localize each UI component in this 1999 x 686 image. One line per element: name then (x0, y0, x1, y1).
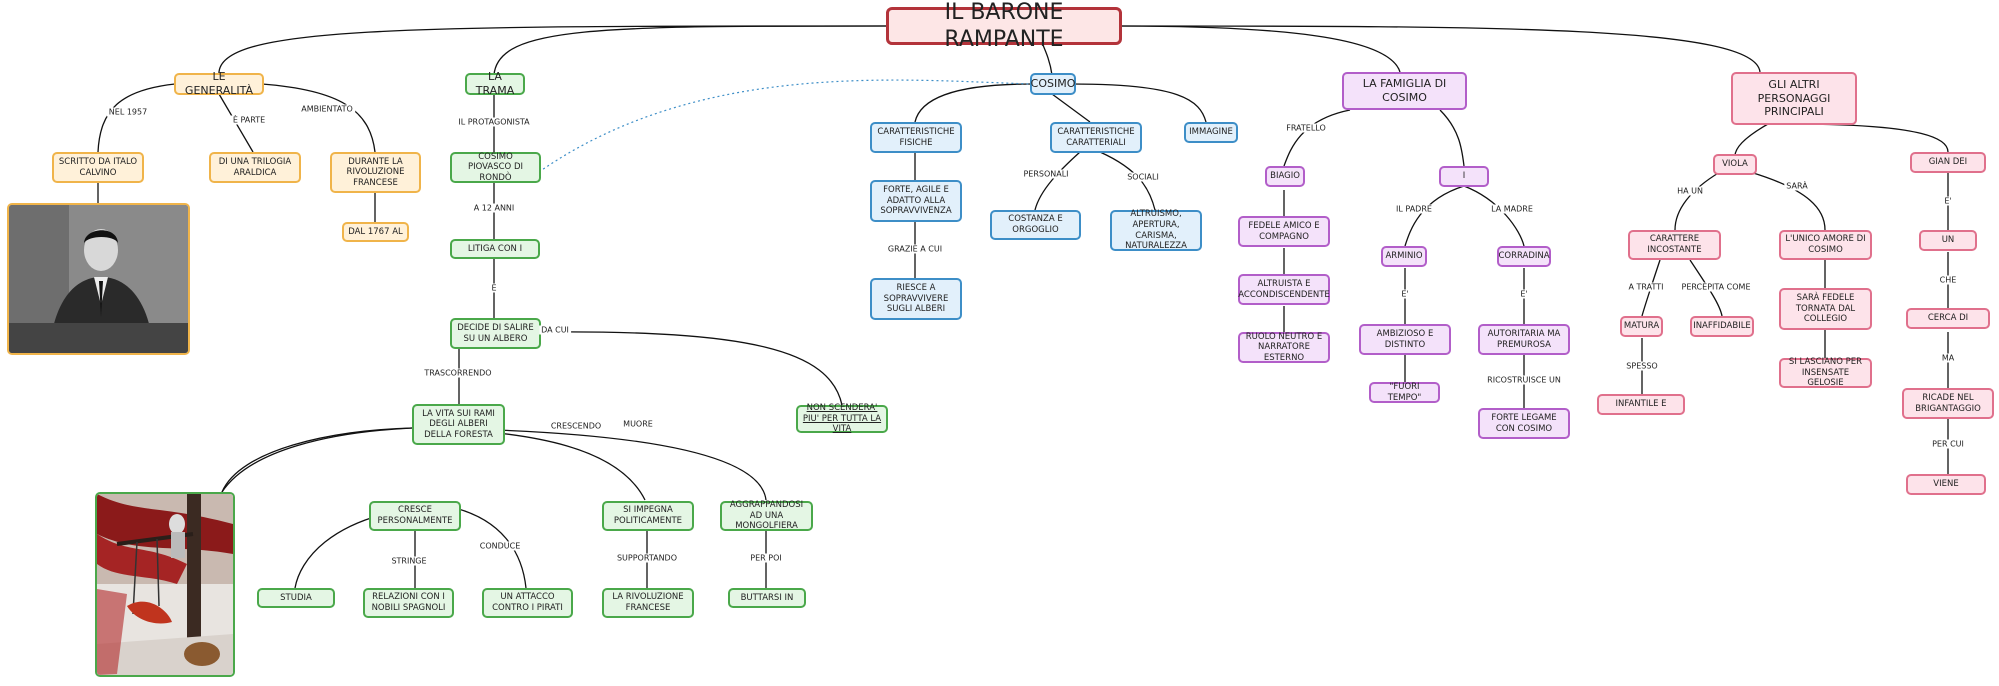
node-car-caratteriali: CARATTERISTICHE CARATTERIALI (1050, 122, 1142, 153)
edge-label: È PARTE (230, 115, 268, 125)
edge-label: LA MADRE (1489, 204, 1535, 214)
node-fuori-tempo: "FUORI TEMPO" (1369, 382, 1440, 403)
edge-label: PERCEPITA COME (1679, 282, 1753, 292)
edge-label: PERSONALI (1021, 169, 1071, 179)
node-rivoluzione: LA RIVOLUZIONE FRANCESE (602, 588, 694, 618)
baron-illustration (95, 492, 235, 677)
node-buttarsi: BUTTARSI IN (728, 588, 806, 608)
edge-label: IL PROTAGONISTA (456, 117, 532, 127)
node-ambizioso: AMBIZIOSO E DISTINTO (1359, 324, 1451, 355)
node-autoritaria: AUTORITARIA MA PREMUROSA (1478, 324, 1570, 355)
edge-label: E' (1942, 196, 1954, 206)
node-famiglia: LA FAMIGLIA DI COSIMO (1342, 72, 1467, 110)
node-studia: STUDIA (257, 588, 335, 608)
edge-label: SPESSO (1624, 361, 1660, 371)
edge-label: E' (1399, 289, 1411, 299)
edge-label: DA CUI (539, 325, 571, 335)
edge-label: A 12 ANNI (471, 203, 517, 213)
edge-label: E' (1518, 289, 1530, 299)
edge-label: CONDUCE (477, 541, 523, 551)
edge-label: MA (1939, 353, 1957, 363)
edge-label: TRASCORRENDO (422, 368, 494, 378)
node-infantile: INFANTILE E (1597, 394, 1685, 415)
edge-label: STRINGE (389, 556, 429, 566)
node-biagio: BIAGIO (1265, 166, 1305, 187)
author-photo (7, 203, 190, 355)
node-forte: FORTE, AGILE E ADATTO ALLA SOPRAVVIVENZA (870, 180, 962, 222)
edge-label: PER CUI (1930, 439, 1966, 449)
edge-label: A TRATTI (1626, 282, 1666, 292)
node-un: UN (1919, 230, 1977, 251)
node-scritto: SCRITTO DA ITALO CALVINO (52, 152, 144, 183)
node-cerca: CERCA DI (1906, 308, 1990, 329)
node-forte-legame: FORTE LEGAME CON COSIMO (1478, 408, 1570, 439)
edge-label: NEL 1957 (106, 107, 150, 117)
node-altruista: ALTRUISTA E ACCONDISCENDENTE (1238, 274, 1330, 305)
node-non-scendera: NON SCENDERA' PIU' PER TUTTA LA VITA (796, 403, 888, 434)
node-ricade: RICADE NEL BRIGANTAGGIO (1902, 388, 1994, 419)
edge-label: RICOSTRUISCE UN (1485, 375, 1563, 385)
node-carattere: CARATTERE INCOSTANTE (1628, 230, 1721, 260)
node-gian-dei: GIAN DEI (1910, 152, 1986, 173)
node-cosimo-piovasco: COSIMO PIOVASCO DI RONDÒ (450, 152, 541, 183)
edge-label: MUORE (621, 419, 655, 429)
node-trilogia: DI UNA TRILOGIA ARALDICA (209, 152, 301, 183)
edge-label: E (489, 283, 499, 293)
node-inaffidabile: INAFFIDABILE (1690, 316, 1754, 337)
node-cresce: CRESCE PERSONALMENTE (369, 501, 461, 531)
node-litiga: LITIGA CON I (450, 239, 540, 259)
node-arminio: ARMINIO (1381, 246, 1427, 267)
edge-label: IL PADRE (1394, 204, 1434, 214)
node-viola: VIOLA (1713, 154, 1757, 175)
node-attacco: UN ATTACCO CONTRO I PIRATI (482, 588, 573, 618)
node-durante: DURANTE LA RIVOLUZIONE FRANCESE (330, 152, 421, 193)
node-altri: GLI ALTRI PERSONAGGI PRINCIPALI (1731, 72, 1857, 125)
node-generalita: LE GENERALITÀ (174, 70, 264, 97)
node-impegna: SI IMPEGNA POLITICAMENTE (602, 501, 694, 531)
edge-label: HA UN (1675, 186, 1705, 196)
node-fedele: FEDELE AMICO E COMPAGNO (1238, 216, 1330, 247)
node-trama: LA TRAMA (465, 70, 525, 97)
node-vita: LA VITA SUI RAMI DEGLI ALBERI DELLA FORE… (412, 404, 505, 445)
edge-label: FRATELLO (1284, 123, 1328, 133)
node-unico-amore: L'UNICO AMORE DI COSIMO (1779, 230, 1872, 260)
node-mongolfiera: AGGRAPPANDOSI AD UNA MONGOLFIERA (720, 500, 813, 531)
edge-label: SARÀ (1784, 181, 1810, 191)
node-ruolo: RUOLO NEUTRO E NARRATORE ESTERNO (1238, 332, 1330, 363)
node-corradina: CORRADINA (1497, 246, 1551, 267)
node-riesce: RIESCE A SOPRAVVIVERE SUGLI ALBERI (870, 278, 962, 320)
node-costanza: COSTANZA E ORGOGLIO (990, 210, 1081, 240)
node-car-fisiche: CARATTERISTICHE FISICHE (870, 122, 962, 153)
edge-label: GRAZIE A CUI (885, 244, 945, 254)
node-sara-fedele: SARÀ FEDELE TORNATA DAL COLLEGIO (1779, 288, 1872, 330)
edge-label: SOCIALI (1125, 172, 1161, 182)
map-title: IL BARONE RAMPANTE (886, 0, 1122, 52)
edge-label: CHE (1937, 275, 1959, 285)
edge-label: CRESCENDO (548, 421, 604, 431)
edge-label: AMBIENTATO (299, 104, 355, 114)
node-dal1767: DAL 1767 AL (342, 222, 409, 242)
node-immagine: IMMAGINE (1184, 122, 1238, 143)
edge-label: SUPPORTANDO (614, 553, 680, 563)
node-cosimo: COSIMO (1030, 73, 1076, 95)
node-decide: DECIDE DI SALIRE SU UN ALBERO (450, 318, 541, 349)
node-viene: VIENE (1906, 474, 1986, 495)
node-matura: MATURA (1620, 316, 1663, 337)
node-i: I (1439, 166, 1489, 187)
node-altruismo: ALTRUISMO, APERTURA, CARISMA, NATURALEZZ… (1110, 209, 1202, 251)
edge-label: PER POI (748, 553, 784, 563)
node-si-lasciano: SI LASCIANO PER INSENSATE GELOSIE (1779, 357, 1872, 388)
node-relazioni: RELAZIONI CON I NOBILI SPAGNOLI (363, 588, 454, 618)
